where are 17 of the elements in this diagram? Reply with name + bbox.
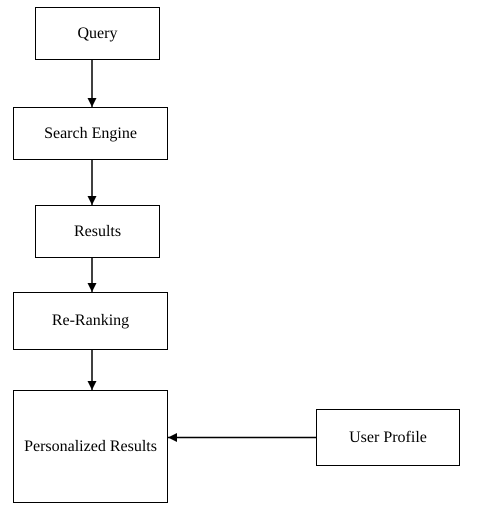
arrow (88, 60, 96, 107)
process-box (13, 107, 168, 160)
arrow (88, 258, 96, 292)
box-label: User Profile (349, 428, 427, 448)
process-box (13, 292, 168, 350)
arrow (168, 433, 316, 442)
process-box (316, 409, 460, 466)
box-label: Re-Ranking (52, 311, 130, 332)
box-label: Personalized Results (24, 436, 157, 457)
box-label: Query (78, 24, 118, 44)
box-label: Results (74, 222, 122, 242)
process-box (35, 205, 160, 258)
process-box (13, 390, 168, 503)
process-box (35, 7, 160, 60)
arrow (88, 350, 96, 390)
arrow (88, 160, 96, 205)
box-label: Search Engine (44, 124, 137, 144)
